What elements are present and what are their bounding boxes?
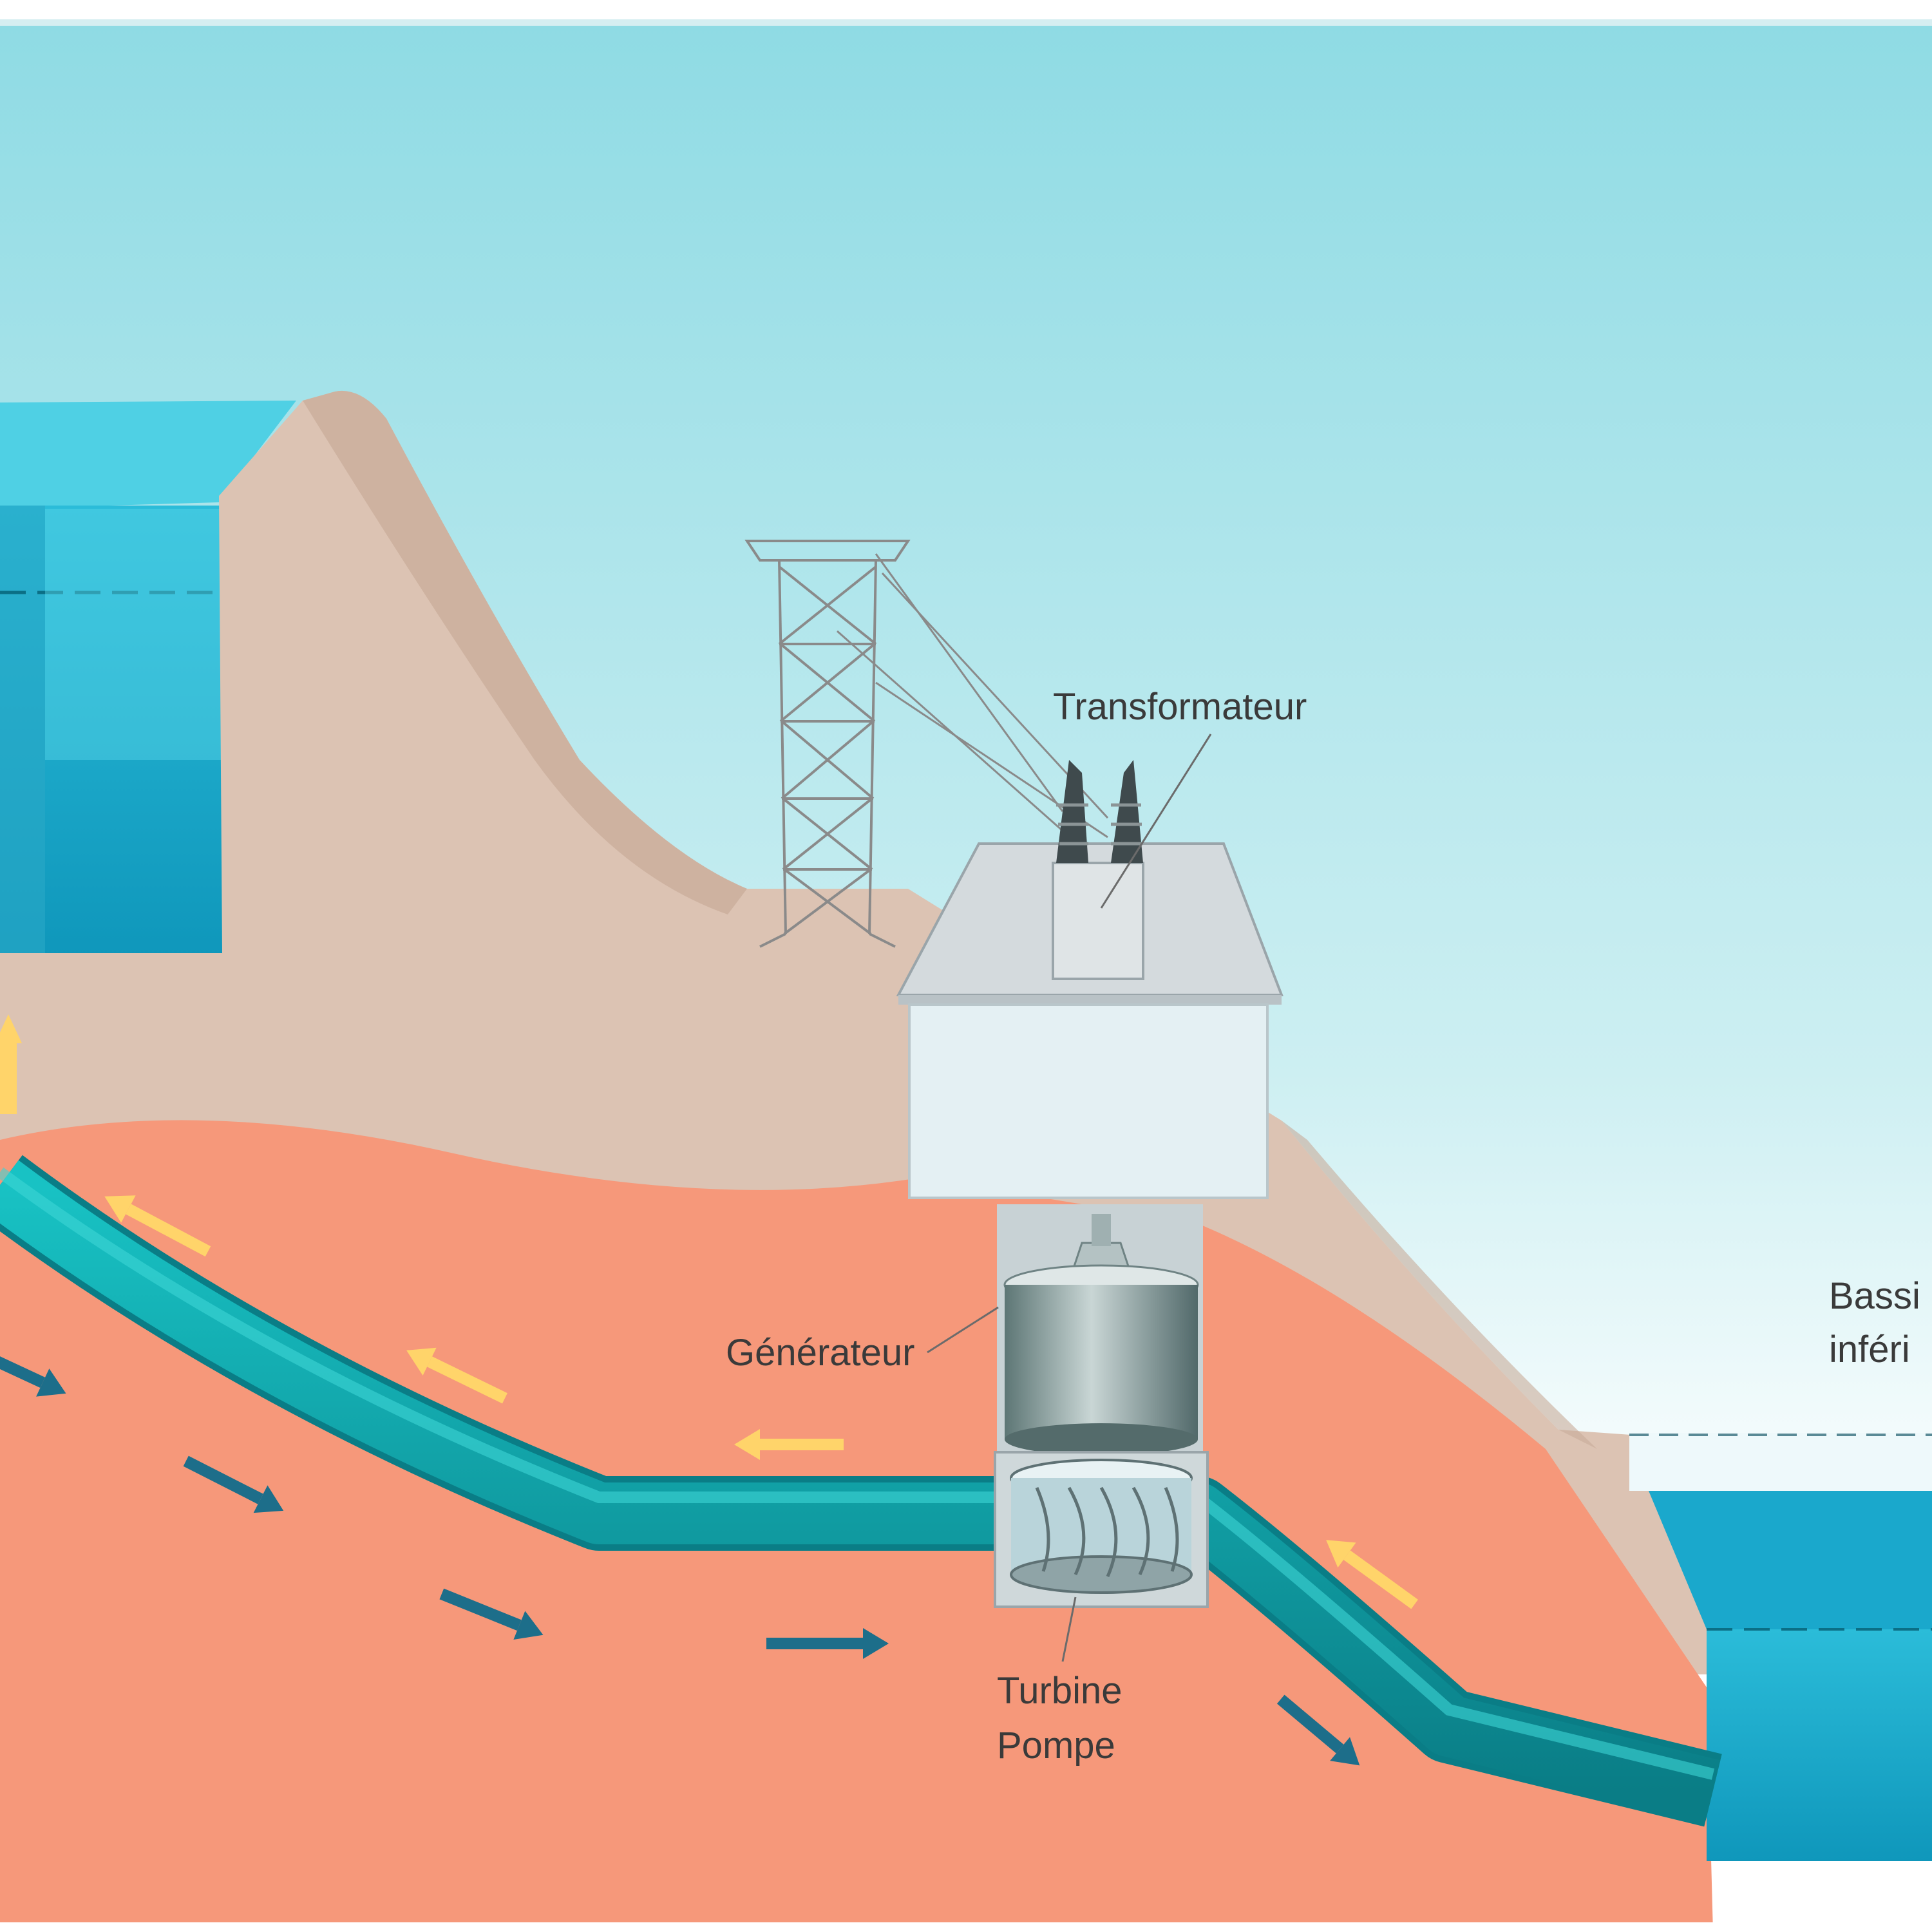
turbine-label-line2: Pompe [997, 1725, 1115, 1766]
pump-arrow [406, 1347, 507, 1404]
turbine-pump-icon [994, 1451, 1209, 1608]
turbine-arrow [766, 1628, 889, 1659]
lower-reservoir [1629, 1433, 1932, 1861]
penstock-pipe [0, 1155, 1722, 1827]
upper-reservoir [0, 401, 296, 956]
turbine-arrow [1276, 1694, 1360, 1766]
turbine-arrow [439, 1588, 544, 1640]
pylon-icon [744, 540, 1109, 948]
pump-arrow [734, 1429, 844, 1460]
top-border [0, 19, 1932, 26]
transformateur-label: Transformateur [1053, 686, 1307, 728]
turbine-label-line1: Turbine [997, 1670, 1122, 1712]
bottom-border [0, 1922, 1932, 1932]
leader-lines [927, 734, 1212, 1662]
pump-arrow [1326, 1540, 1418, 1609]
turbine-arrow [183, 1455, 284, 1513]
generateur-label: Générateur [726, 1332, 914, 1374]
pump-arrow [0, 1014, 22, 1114]
turbine-flow-arrows [0, 1350, 1360, 1766]
pump-arrow [104, 1195, 211, 1257]
bassin-label-line2: inféri [1829, 1329, 1910, 1370]
pump-flow-arrows [0, 1014, 1418, 1609]
bassin-label-line1: Bassi [1829, 1275, 1920, 1317]
turbine-arrow [0, 1350, 66, 1397]
transformer-icon [1052, 760, 1144, 980]
